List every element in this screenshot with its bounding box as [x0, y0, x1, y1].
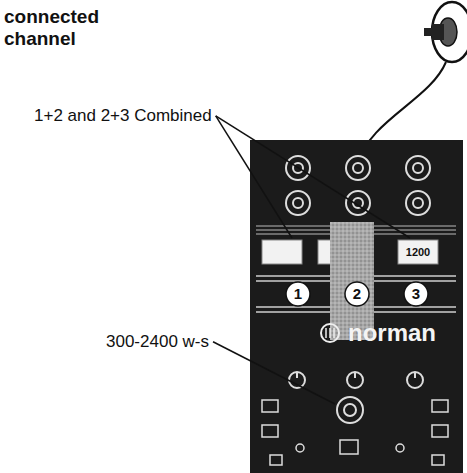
- channel-number-disc: [286, 282, 428, 306]
- channel-number: 1: [294, 285, 302, 302]
- channel-number: 3: [412, 285, 420, 302]
- brand-logo: norman: [348, 319, 436, 347]
- control-knob: [289, 372, 423, 423]
- callout-label: 1+2 and 2+3 Combined: [34, 106, 212, 126]
- power-value: 1200: [406, 246, 430, 259]
- callout-label: connected channel: [4, 6, 116, 50]
- power-pack-panel: [250, 140, 463, 473]
- callout-label: 300-2400 w-s: [106, 332, 209, 352]
- leader-line: [216, 116, 410, 238]
- switch: [262, 400, 448, 465]
- leader-line: [216, 116, 292, 238]
- channel-number: 2: [353, 285, 361, 302]
- number-band-stripes: [256, 276, 456, 312]
- leader-line: [213, 342, 335, 404]
- logo-mark: [321, 324, 339, 342]
- flash-head: [424, 2, 467, 62]
